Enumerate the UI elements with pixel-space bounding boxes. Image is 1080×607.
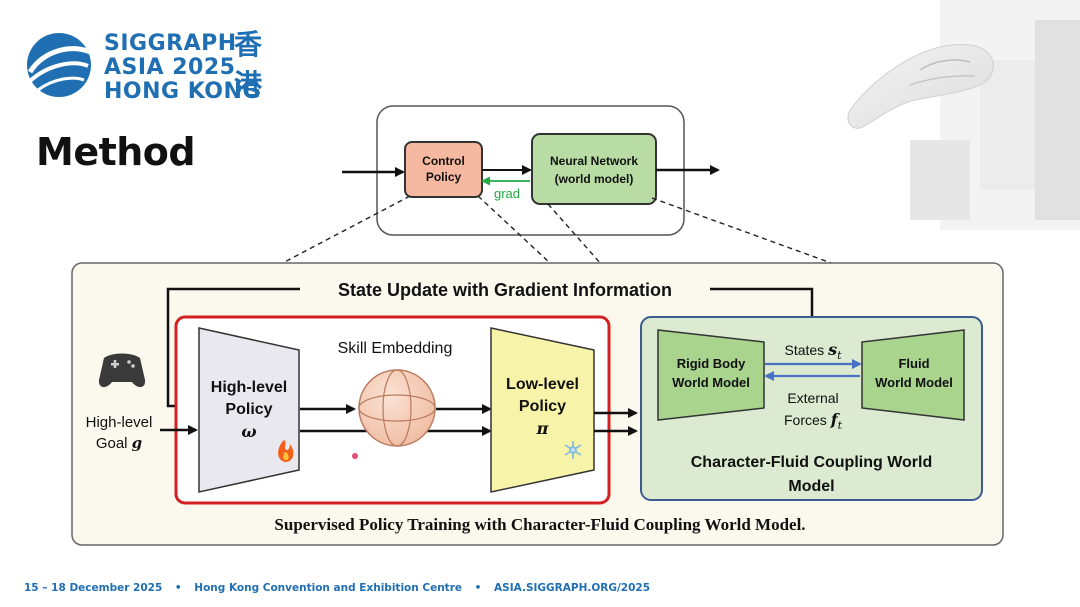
small-red-dot bbox=[352, 453, 358, 459]
states-label: States st bbox=[784, 340, 842, 362]
state-update-label: State Update with Gradient Information bbox=[300, 280, 710, 301]
brand-cjk-2: 港 bbox=[234, 68, 263, 101]
footer-separator: • bbox=[174, 582, 182, 594]
footer-dates: 15 – 18 December 2025 bbox=[24, 582, 163, 594]
brand-line-1: SIGGRAPH bbox=[104, 31, 237, 56]
skill-embedding-label: Skill Embedding bbox=[337, 340, 453, 357]
state-update-line bbox=[710, 287, 814, 318]
skill-embedding-sphere bbox=[358, 369, 436, 447]
decorative-hand-graphic bbox=[847, 0, 1080, 230]
siggraph-globe-logo bbox=[27, 33, 92, 97]
footer-url[interactable]: ASIA.SIGGRAPH.ORG/2025 bbox=[494, 582, 651, 594]
brand-line-3: HONG KONG bbox=[104, 79, 261, 104]
goal-label: High-level Goal g bbox=[85, 414, 153, 452]
low-level-policy-trapezoid bbox=[490, 327, 595, 493]
footer-venue: Hong Kong Convention and Exhibition Cent… bbox=[194, 582, 463, 594]
fire-icon bbox=[278, 440, 294, 462]
gamepad-icon bbox=[98, 353, 146, 388]
high-policy-symbol: ω bbox=[241, 422, 257, 441]
footer: 15 – 18 December 2025 • Hong Kong Conven… bbox=[24, 582, 650, 594]
rigid-body-trapezoid bbox=[657, 329, 765, 421]
goal-symbol: g bbox=[131, 434, 143, 452]
external-forces-label: External Forces ft bbox=[784, 390, 842, 432]
low-policy-symbol: π bbox=[536, 419, 549, 438]
fluid-trapezoid bbox=[861, 329, 965, 421]
dashed-connector-3 bbox=[547, 203, 650, 319]
high-level-policy-trapezoid bbox=[198, 327, 300, 493]
brand-cjk-1: 香 bbox=[234, 28, 263, 61]
diagram-caption: Supervised Policy Training with Characte… bbox=[274, 515, 806, 534]
footer-separator: • bbox=[474, 582, 482, 594]
slide-title: Method bbox=[36, 130, 196, 174]
grad-label: grad bbox=[493, 186, 521, 201]
neural-network-label: Neural Network(world model) bbox=[549, 154, 639, 186]
snowflake-icon bbox=[564, 441, 582, 459]
brand-line-2: ASIA 2025 bbox=[104, 55, 236, 80]
